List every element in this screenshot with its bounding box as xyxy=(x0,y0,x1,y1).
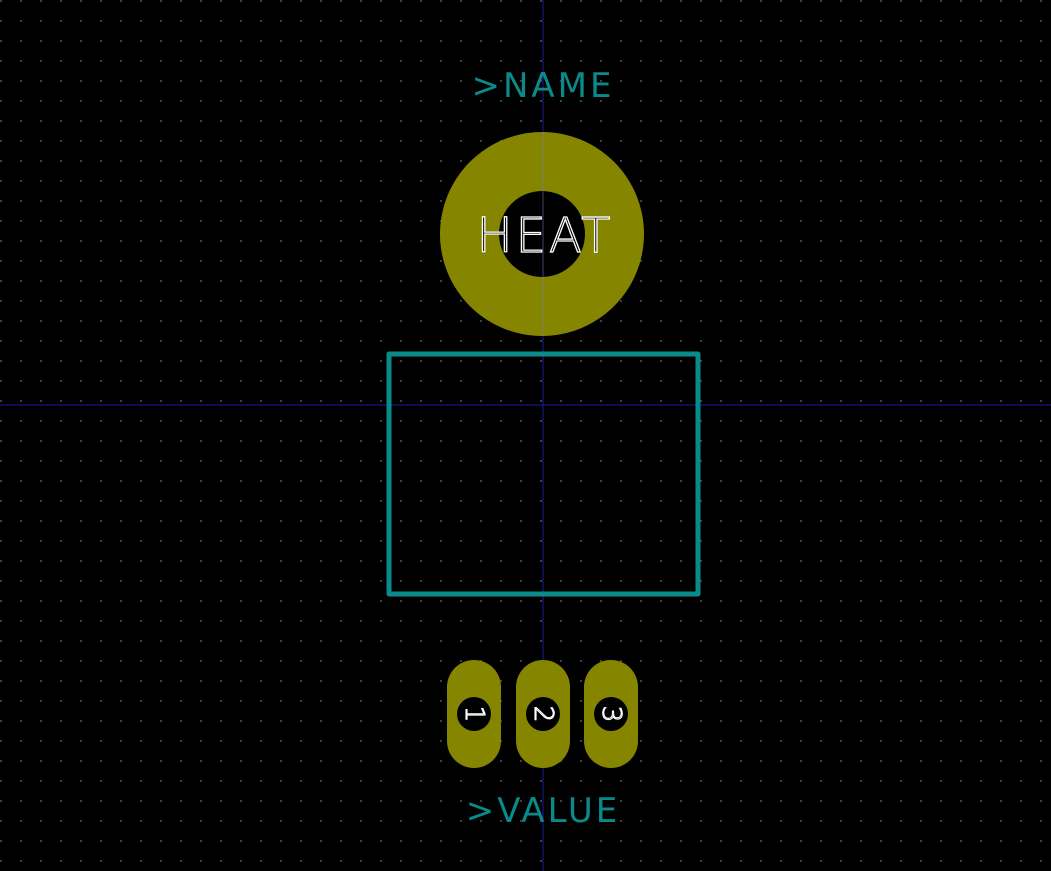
package-body-outline[interactable] xyxy=(386,351,701,597)
heatsink-pad[interactable]: HEAT xyxy=(440,132,644,336)
pin-pad-2-label: 2 xyxy=(528,706,558,723)
pin-pad-1[interactable]: 1 xyxy=(447,660,501,768)
heatsink-pad-drill-hole xyxy=(499,191,585,277)
pin-pad-2-drill-hole xyxy=(526,697,560,731)
reference-designator-label[interactable]: >NAME xyxy=(472,66,615,106)
heatsink-pad-label: HEAT xyxy=(477,208,614,264)
pin-pad-3-label: 3 xyxy=(596,706,626,723)
pin-pad-3[interactable]: 3 xyxy=(584,660,638,768)
pin-pad-1-drill-hole xyxy=(457,697,491,731)
value-label[interactable]: >VALUE xyxy=(466,791,620,831)
pin-pad-3-drill-hole xyxy=(594,697,628,731)
pin-pad-1-label: 1 xyxy=(459,706,489,723)
pin-pad-2[interactable]: 2 xyxy=(516,660,570,768)
